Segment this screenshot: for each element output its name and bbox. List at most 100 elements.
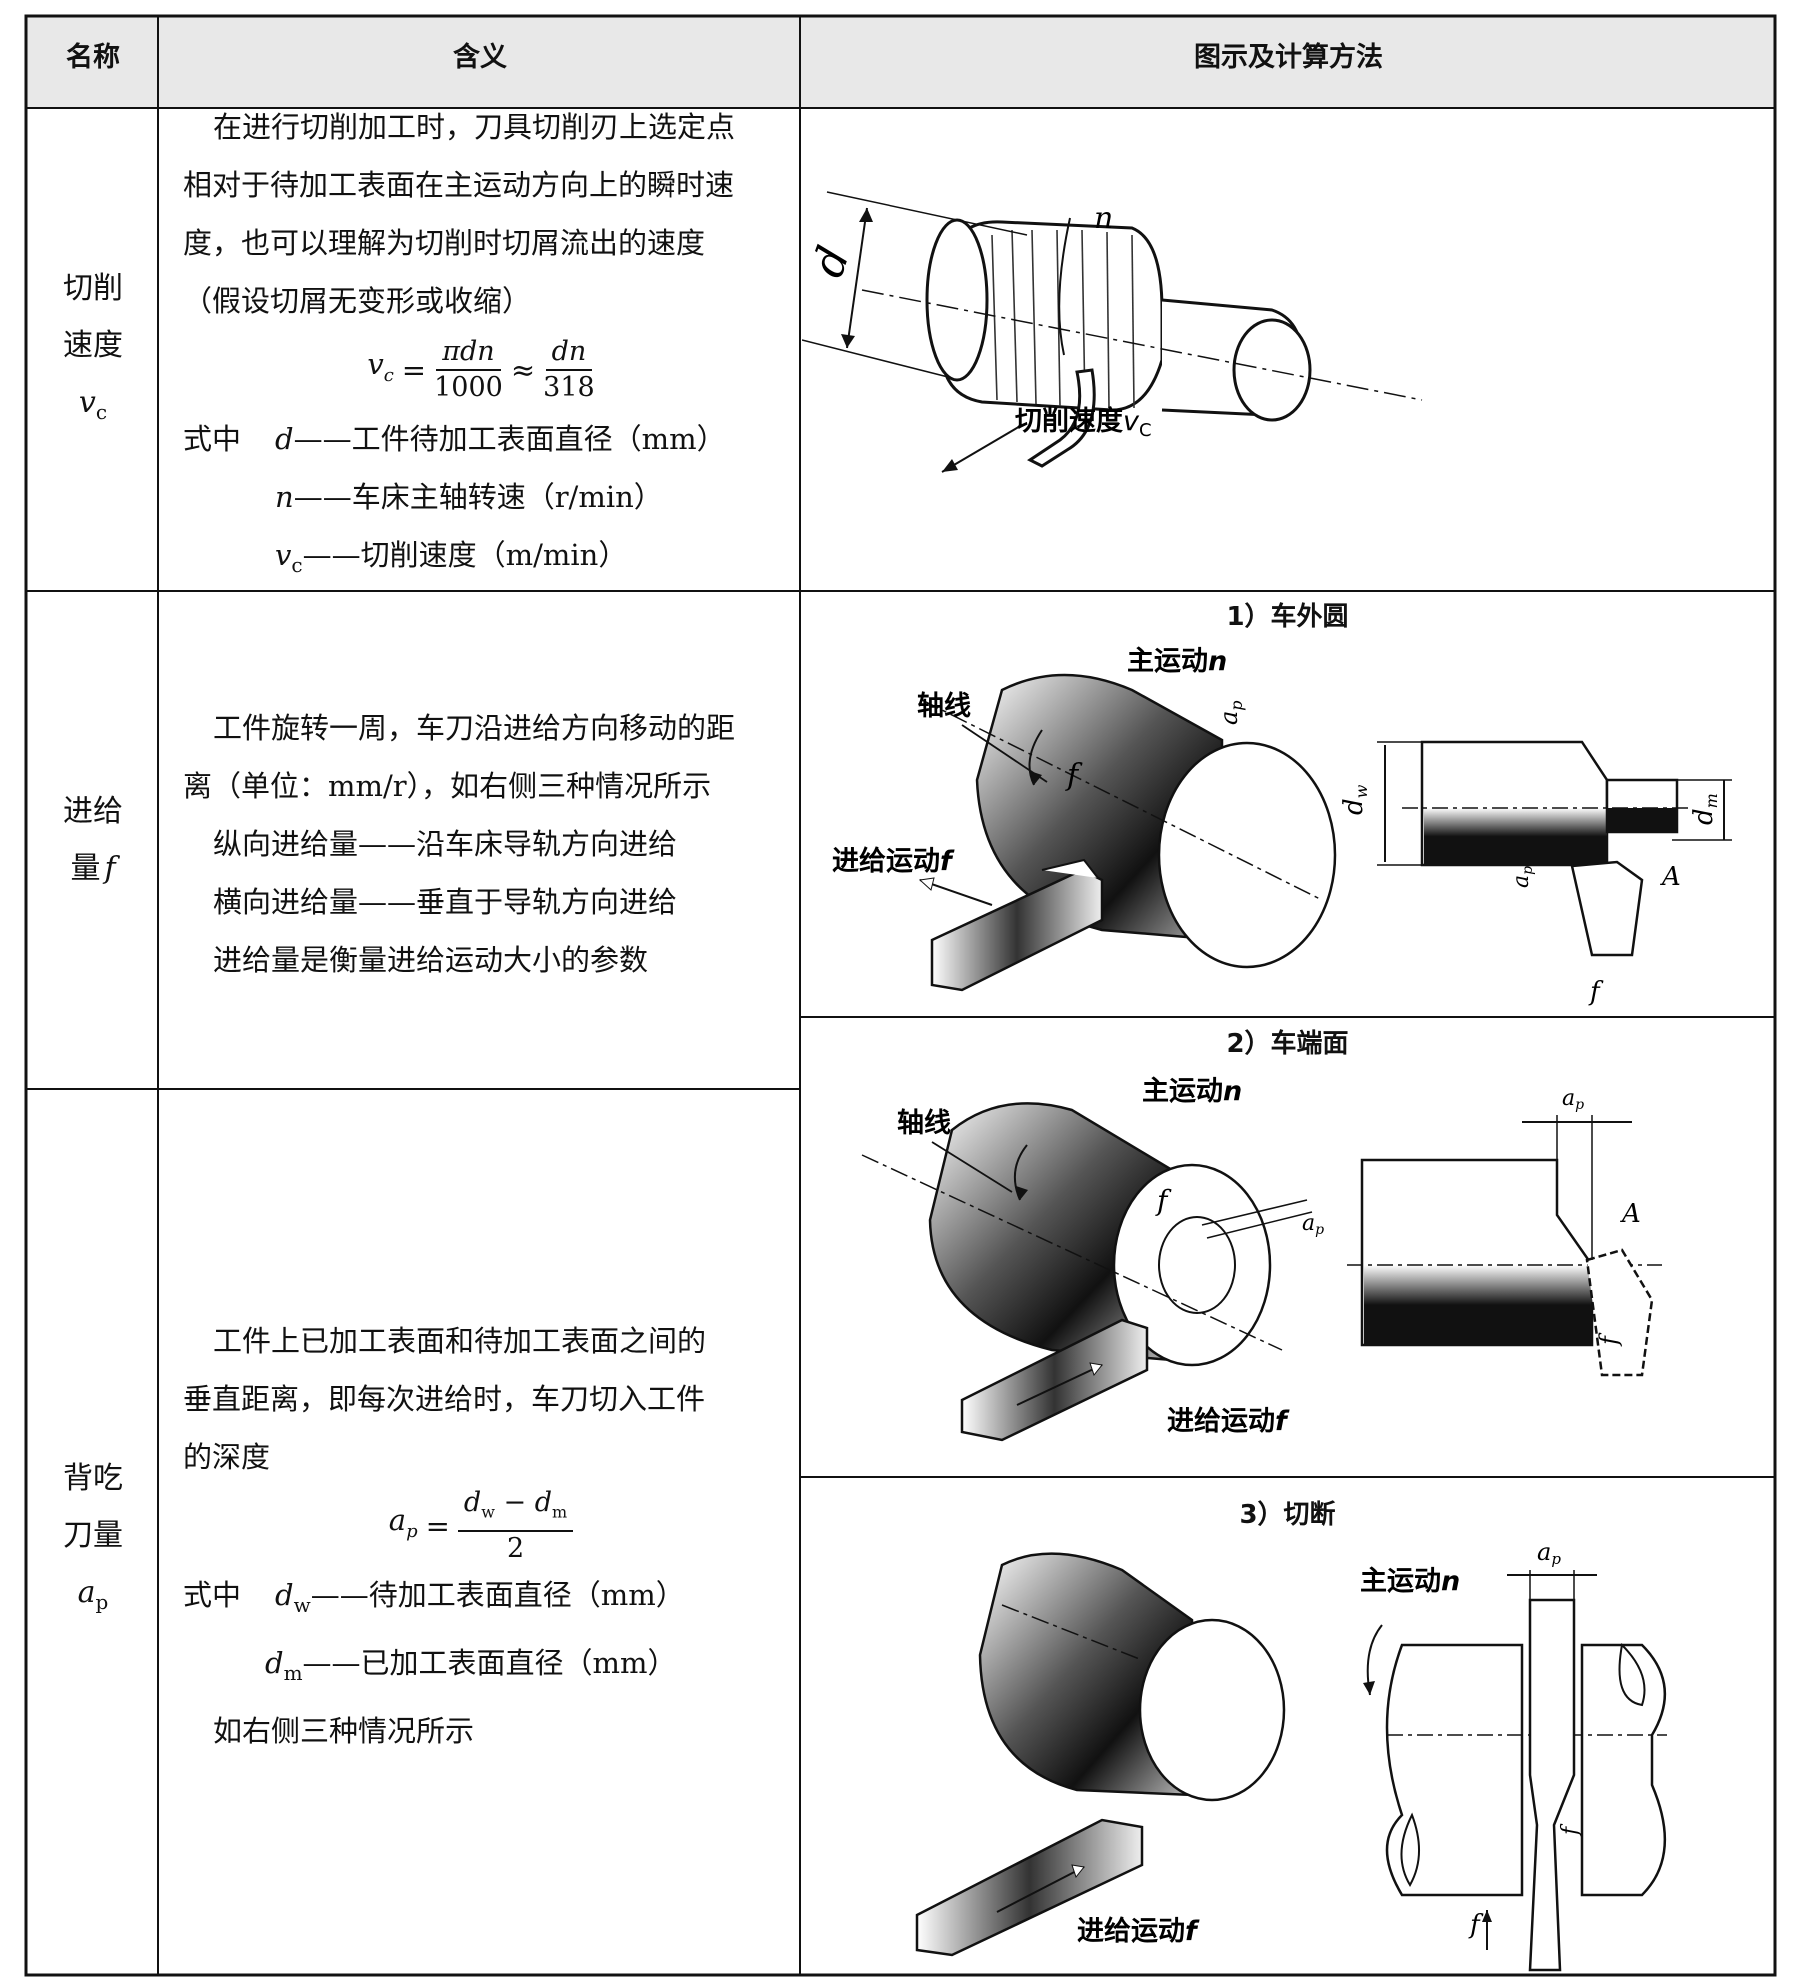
svg-text:dm: dm: [1689, 793, 1721, 825]
section-facing: ap A f: [1347, 1086, 1662, 1377]
figure-parting: 进给运动f ap 主运动n f f: [915, 1538, 1667, 1972]
desc-line: （假设切屑无变形或收缩）: [183, 284, 532, 318]
figure-outer-turning: 进给运动f 轴线 主运动n f ap dw dm A f ap: [832, 646, 1732, 1007]
desc-line: 横向进给量——垂直于导轨方向进给: [213, 885, 678, 919]
dim-d: d: [802, 240, 860, 284]
label-ap: ap: [1302, 1211, 1324, 1238]
svg-text:ap: ap: [1537, 1538, 1561, 1568]
label-n: n: [1094, 201, 1113, 236]
desc-line: 工件旋转一周，车刀沿进给方向移动的距: [213, 711, 736, 745]
name-depth: 背吃 刀量 ap: [28, 1440, 158, 1640]
num-b: d: [534, 1487, 553, 1519]
name-line1: 进给: [63, 794, 123, 829]
label-axis: 轴线: [897, 1108, 951, 1139]
where-sub: m: [283, 1660, 303, 1685]
where-line: 式中 dw——待加工表面直径（mm）: [183, 1566, 779, 1634]
meaning-depth: 工件上已加工表面和待加工表面之间的 垂直距离，即每次进给时，车刀切入工件 的深度…: [183, 1312, 779, 1760]
name-cutting-speed: 切削 速度 vc: [28, 250, 158, 450]
where-line: 式中 d——工件待加工表面直径（mm）: [183, 410, 779, 468]
desc-line: 如右侧三种情况所示: [213, 1713, 475, 1748]
svg-text:A: A: [1620, 1199, 1641, 1229]
name-line2: 刀量: [63, 1517, 123, 1553]
label-main-motion: 主运动n: [1142, 1076, 1242, 1107]
name-line1: 背吃: [63, 1460, 123, 1496]
fraction-den: 1000: [434, 372, 503, 403]
label-cutting-speed: 切削速度vC: [1015, 405, 1152, 441]
where-sub: w: [293, 1592, 311, 1617]
workpiece-end: [1157, 741, 1337, 969]
figure-cutting-speed: d n 切削速度vC: [802, 191, 1423, 473]
where-label: 式中: [183, 422, 242, 456]
label-main-motion: 主运动n: [1127, 646, 1227, 677]
where-line: dm——已加工表面直径（mm）: [183, 1634, 779, 1702]
label-feed-motion: 进给运动f: [1167, 1406, 1290, 1437]
workpiece-end: [1138, 1618, 1286, 1802]
where-label: 式中: [183, 1578, 242, 1612]
section-outer-turning: dw dm A f ap: [1339, 740, 1732, 1007]
figure-facing: 轴线 主运动n 进给运动f f ap ap A f: [861, 1076, 1662, 1442]
svg-text:f: f: [1588, 977, 1604, 1007]
where-sym: v: [275, 538, 292, 572]
formula-eq: =: [425, 1509, 450, 1543]
formula-lhs-sub: p: [406, 1520, 418, 1542]
desc-line: 在进行切削加工时，刀具切削刃上选定点: [213, 110, 736, 144]
num-b-sub: m: [552, 1502, 568, 1522]
caption-outer-turning: 1）车外圆: [1226, 602, 1349, 632]
where-text: ——切削速度（m/min）: [302, 538, 628, 572]
where-sym: d: [275, 1578, 294, 1612]
meaning-cutting-speed: 在进行切削加工时，刀具切削刃上选定点 相对于待加工表面在主运动方向上的瞬时速 度…: [183, 98, 779, 594]
name-symbol: v: [78, 384, 96, 420]
formula-eq: =: [401, 353, 427, 387]
where-text: ——待加工表面直径（mm）: [310, 1578, 685, 1612]
parting-tool: [915, 1818, 1144, 1957]
where-sub: c: [291, 552, 303, 577]
fraction: dw − dm 2: [457, 1486, 574, 1565]
axis-line: [861, 1154, 1283, 1351]
fraction-den: 2: [506, 1532, 525, 1564]
workpiece: [928, 1102, 1174, 1362]
fraction-den: 318: [543, 372, 595, 403]
desc-line: 相对于待加工表面在主运动方向上的瞬时速: [183, 168, 735, 202]
where-text: ——已加工表面直径（mm）: [302, 1645, 677, 1680]
axis-line: [1001, 1604, 1143, 1661]
section-hatch: [1618, 1642, 1646, 1707]
svg-text:主运动n: 主运动n: [1360, 1566, 1460, 1597]
caption-parting: 3）切断: [1239, 1500, 1336, 1530]
where-sym: d: [265, 1645, 284, 1680]
formula-ap: ap = dw − dm 2: [183, 1486, 779, 1566]
minus: −: [503, 1487, 527, 1519]
where-sym: n: [275, 480, 294, 514]
desc-line: 进给量是衡量进给运动大小的参数: [213, 943, 649, 977]
num-a-sub: w: [481, 1502, 495, 1522]
formula-approx: ≈: [510, 353, 536, 387]
axis-line: [861, 289, 1423, 401]
svg-text:ap: ap: [1562, 1086, 1584, 1113]
header-figure: 图示及计算方法: [1194, 42, 1383, 73]
cutting-tool: [1027, 368, 1096, 468]
where-text: ——车床主轴转速（r/min）: [293, 480, 663, 514]
axis-line: [921, 699, 1323, 901]
formula-lhs-sub: c: [383, 364, 394, 386]
desc-line: 离（单位：mm/r），如右侧三种情况所示: [183, 769, 712, 803]
formula-lhs: a: [388, 1503, 407, 1538]
caption-facing: 2）车端面: [1226, 1029, 1349, 1059]
desc-line: 的深度: [183, 1440, 271, 1474]
name-symbol: f: [104, 851, 116, 886]
parting-blade: [1528, 1598, 1576, 1972]
label-feed-motion: 进给运动f: [1077, 1916, 1200, 1947]
facing-tool: [960, 1318, 1149, 1442]
svg-text:dw: dw: [1339, 784, 1371, 815]
meaning-feed: 工件旋转一周，车刀沿进给方向移动的距 离（单位：mm/r），如右侧三种情况所示 …: [183, 699, 779, 989]
svg-text:f: f: [1468, 1910, 1484, 1940]
name-symbol-sub: c: [95, 399, 108, 424]
desc-line: 工件上已加工表面和待加工表面之间的: [213, 1324, 707, 1358]
where-line: vc——切削速度（m/min）: [183, 526, 779, 594]
fraction-num: dn: [545, 335, 593, 371]
label-feed-motion: 进给运动f: [832, 846, 955, 877]
header-name: 名称: [66, 42, 120, 73]
